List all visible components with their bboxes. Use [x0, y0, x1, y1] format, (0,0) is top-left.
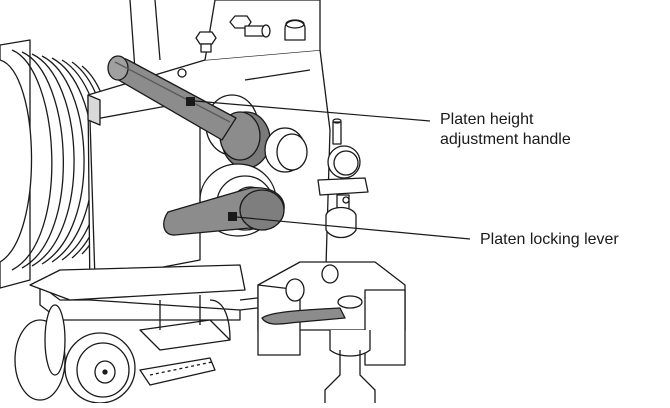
lower-wheels	[14, 264, 246, 404]
leader-line-locking	[235, 216, 471, 240]
callout-line-1: Platen height	[440, 111, 534, 128]
gauge-assembly	[317, 118, 369, 239]
round-knob	[264, 127, 308, 173]
top-fittings	[118, 15, 306, 279]
platen-height-adjustment-handle-label: Platen height adjustment handle	[440, 110, 571, 150]
lower-bracket	[257, 261, 406, 403]
platen-locking-lever-label: Platen locking lever	[480, 231, 619, 248]
height-adjustment-handle	[107, 55, 237, 141]
callout-line-2: adjustment handle	[440, 131, 571, 148]
leader-line-height	[194, 100, 431, 122]
